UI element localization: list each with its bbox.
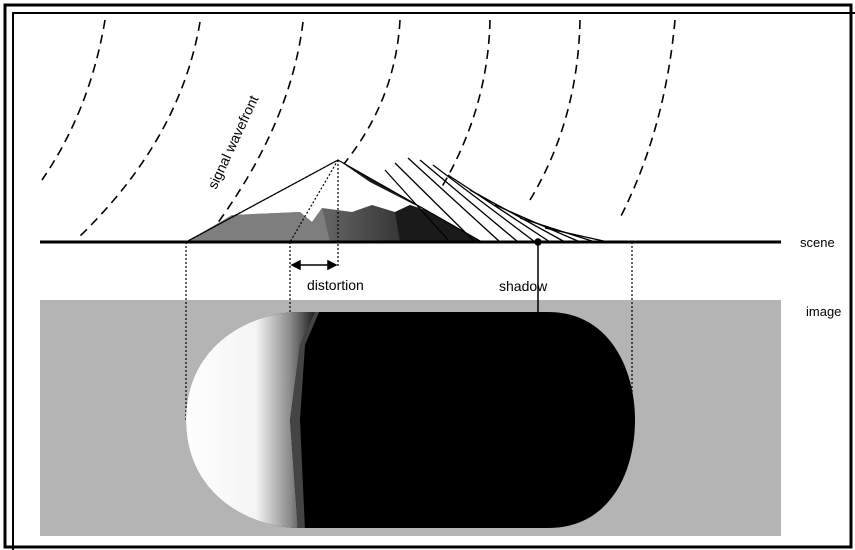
- distortion-label: distortion: [307, 277, 364, 293]
- image-ellipse: [186, 312, 635, 528]
- scene-label: scene: [800, 235, 835, 250]
- wavefront-arc-5: [439, 19, 491, 191]
- mountain: [185, 159, 483, 243]
- wavefront-arc-7: [619, 19, 676, 219]
- panel-frame: [12, 12, 855, 550]
- image-label: image: [806, 304, 841, 319]
- wavefront-arc-4: [329, 19, 401, 181]
- outer-frame: [3, 3, 853, 549]
- wavefront-arc-6: [529, 19, 581, 201]
- wavefront-arc-3: [204, 21, 304, 241]
- shadow-hatching: [384, 157, 609, 243]
- signal-wavefront-label: signal wavefront: [204, 93, 261, 192]
- wavefront-arc-2: [77, 21, 201, 239]
- distortion-arrow: [290, 259, 338, 271]
- shadow-label: shadow: [499, 278, 548, 294]
- wavefront-arcs: [41, 19, 676, 241]
- wavefront-arc-1: [41, 19, 106, 181]
